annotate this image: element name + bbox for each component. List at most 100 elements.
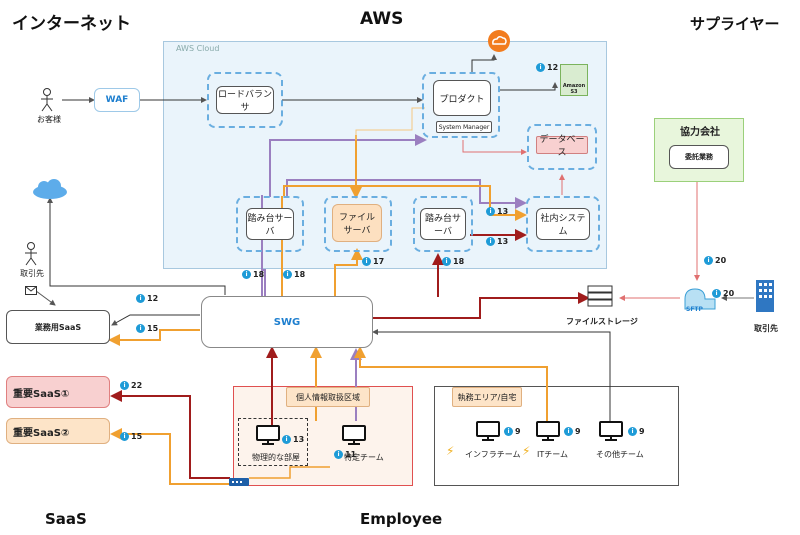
bastion-right-group [413, 196, 473, 252]
badge-text: 18 [294, 270, 306, 279]
pc-it-team-icon [536, 421, 560, 445]
badge-text: 13 [497, 237, 509, 246]
bastion-right-node[interactable]: 踏み台サーバ [420, 208, 466, 240]
badge-text: 18 [453, 257, 465, 266]
bastion-left-node[interactable]: 踏み台サーバ [246, 208, 294, 240]
lightning-icon-infra: ⚡ [446, 444, 455, 458]
router-icon [228, 474, 250, 493]
product-group [422, 72, 500, 138]
system-manager-node[interactable]: System Manager [436, 121, 492, 133]
title-internet: インターネット [12, 14, 131, 34]
partner-company-label: 協力会社 [680, 127, 720, 138]
bastion-left-group [236, 196, 304, 252]
swg-node[interactable]: SWG [201, 296, 373, 348]
business-partner-label: 取引先 [754, 324, 778, 333]
business-saas-node[interactable]: 業務用SaaS [6, 310, 110, 344]
internal-system-node[interactable]: 社内システム [536, 208, 590, 240]
infra-team-label: インフラチーム [465, 450, 521, 459]
title-aws: AWS [360, 9, 404, 29]
it-team-label: ITチーム [537, 450, 569, 459]
file-server-group [324, 196, 392, 252]
title-employee: Employee [360, 510, 443, 528]
title-supplier: サプライヤー [690, 15, 780, 33]
outsourcing-node[interactable]: 委託業務 [669, 145, 729, 169]
amazon-s3-label: Amazon S3 [562, 83, 586, 95]
product-node[interactable]: プロダクト [433, 80, 491, 116]
internet-cloud-icon [30, 178, 70, 204]
badge-dot-icon: i [504, 427, 513, 436]
lightning-icon-it: ⚡ [522, 444, 531, 458]
badge-dot-icon: i [242, 270, 251, 279]
badge-dot-icon: i [136, 324, 145, 333]
physical-room-label: 物理的な部屋 [252, 453, 300, 462]
internal-system-group [526, 196, 600, 252]
customer-icon [40, 88, 54, 112]
badge-dot-icon: i [136, 294, 145, 303]
load-balancer-node[interactable]: ロードバランサ [216, 86, 274, 114]
mail-icon [25, 280, 37, 299]
badge-dot-icon: i [486, 207, 495, 216]
badge-text: 22 [131, 381, 143, 390]
badge-dot-icon: i [334, 450, 343, 459]
critical-saas-1-node[interactable]: 重要SaaS① [6, 376, 110, 408]
badge-text: 11 [345, 450, 357, 459]
badge-text: 12 [147, 294, 159, 303]
office-region [434, 386, 679, 486]
badge-text: 18 [253, 270, 265, 279]
title-saas: SaaS [45, 510, 87, 528]
office-area-label: 執務エリア/自宅 [452, 387, 522, 407]
database-group [527, 124, 597, 170]
badge-dot-icon: i [282, 435, 291, 444]
file-server-node[interactable]: ファイル サーバ [332, 204, 382, 242]
pc-specific-team-icon [342, 425, 366, 449]
database-node[interactable]: データベース [536, 135, 588, 158]
waf-node[interactable]: WAF [94, 88, 140, 112]
customer-label: お客様 [37, 115, 61, 124]
badge-text: 9 [515, 427, 521, 436]
file-server-label: ファイル サーバ [338, 213, 375, 236]
badge-text: 20 [723, 289, 735, 298]
badge-dot-icon: i [442, 257, 451, 266]
file-storage-label: ファイルストレージ [566, 317, 638, 326]
aws-cloud-label: AWS Cloud [176, 44, 220, 53]
badge-dot-icon: i [362, 257, 371, 266]
badge-dot-icon: i [283, 270, 292, 279]
badge-dot-icon: i [564, 427, 573, 436]
badge-text: 12 [547, 63, 559, 72]
badge-text: 13 [497, 207, 509, 216]
personal-info-area-label: 個人情報取扱区域 [286, 387, 370, 407]
critical-saas-2-node[interactable]: 重要SaaS② [6, 418, 110, 444]
pc-physical-room-icon [256, 425, 280, 449]
business-contact-icon [24, 242, 38, 266]
building-icon [754, 278, 776, 316]
load-balancer-group [207, 72, 283, 128]
specific-team-label: 特定チーム [344, 453, 384, 462]
sftp-icon [680, 285, 720, 315]
badge-dot-icon: i [120, 432, 129, 441]
badge-dot-icon: i [628, 427, 637, 436]
badge-text: 20 [715, 256, 727, 265]
pc-other-team-icon [599, 421, 623, 445]
badge-text: 15 [131, 432, 143, 441]
file-storage-icon [587, 285, 613, 311]
badge-dot-icon: i [486, 237, 495, 246]
other-team-label: その他チーム [596, 450, 644, 459]
